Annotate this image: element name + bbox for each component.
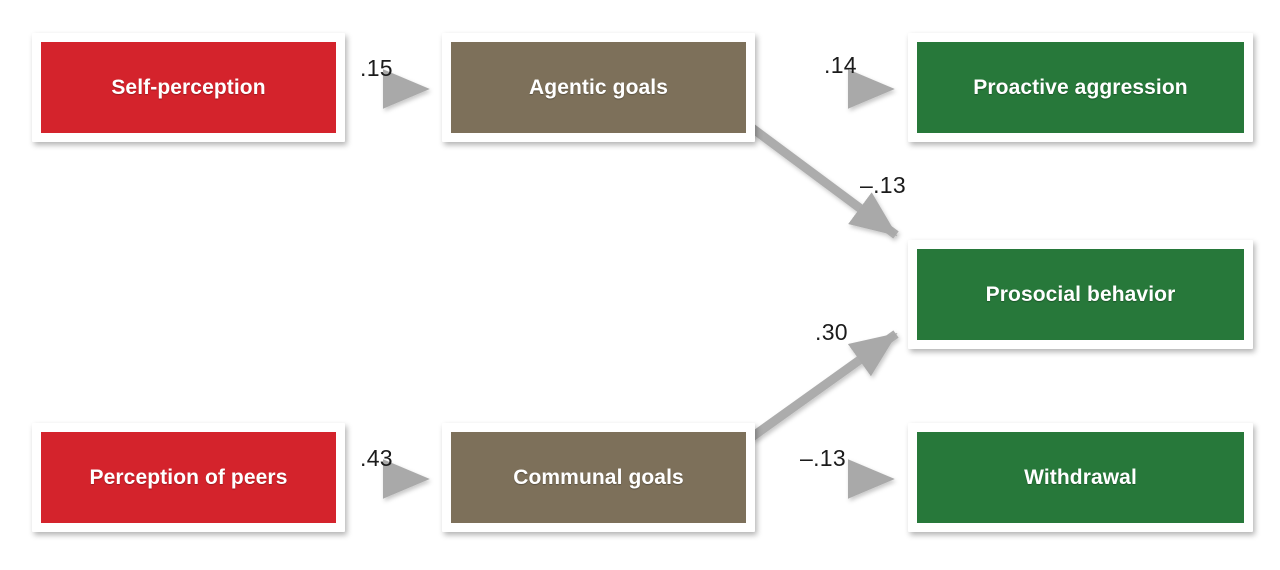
edge-label-communal-goals-to-prosocial-behavior: .30 <box>815 319 848 345</box>
node-withdrawal-label: Withdrawal <box>1024 465 1137 489</box>
edge-label-self-perception-to-agentic-goals: .15 <box>360 55 393 81</box>
edge-label-communal-goals-to-withdrawal: –.13 <box>800 445 846 471</box>
node-prosocial-behavior-fill: Prosocial behavior <box>917 249 1244 340</box>
node-self-perception-fill: Self-perception <box>41 42 336 133</box>
node-perception-of-peers-fill: Perception of peers <box>41 432 336 523</box>
node-self-perception[interactable]: Self-perception <box>32 33 345 142</box>
node-prosocial-behavior-label: Prosocial behavior <box>985 282 1176 306</box>
node-proactive-aggression-label: Proactive aggression <box>973 75 1188 99</box>
node-prosocial-behavior[interactable]: Prosocial behavior <box>908 240 1253 349</box>
edge-label-agentic-goals-to-prosocial-behavior: –.13 <box>860 172 906 198</box>
node-withdrawal[interactable]: Withdrawal <box>908 423 1253 532</box>
edge-label-perception-of-peers-to-communal-goals: .43 <box>360 445 393 471</box>
node-proactive-aggression-fill: Proactive aggression <box>917 42 1244 133</box>
node-perception-of-peers[interactable]: Perception of peers <box>32 423 345 532</box>
node-communal-goals-label: Communal goals <box>513 465 684 489</box>
node-self-perception-label: Self-perception <box>111 75 266 99</box>
node-communal-goals[interactable]: Communal goals <box>442 423 755 532</box>
node-agentic-goals[interactable]: Agentic goals <box>442 33 755 142</box>
node-proactive-aggression[interactable]: Proactive aggression <box>908 33 1253 142</box>
node-perception-of-peers-label: Perception of peers <box>89 465 288 489</box>
edge-label-agentic-goals-to-proactive-aggression: .14 <box>824 52 857 78</box>
node-communal-goals-fill: Communal goals <box>451 432 746 523</box>
node-withdrawal-fill: Withdrawal <box>917 432 1244 523</box>
edge-communal-goals-to-prosocial-behavior <box>749 330 899 441</box>
node-agentic-goals-fill: Agentic goals <box>451 42 746 133</box>
node-agentic-goals-label: Agentic goals <box>529 75 668 99</box>
